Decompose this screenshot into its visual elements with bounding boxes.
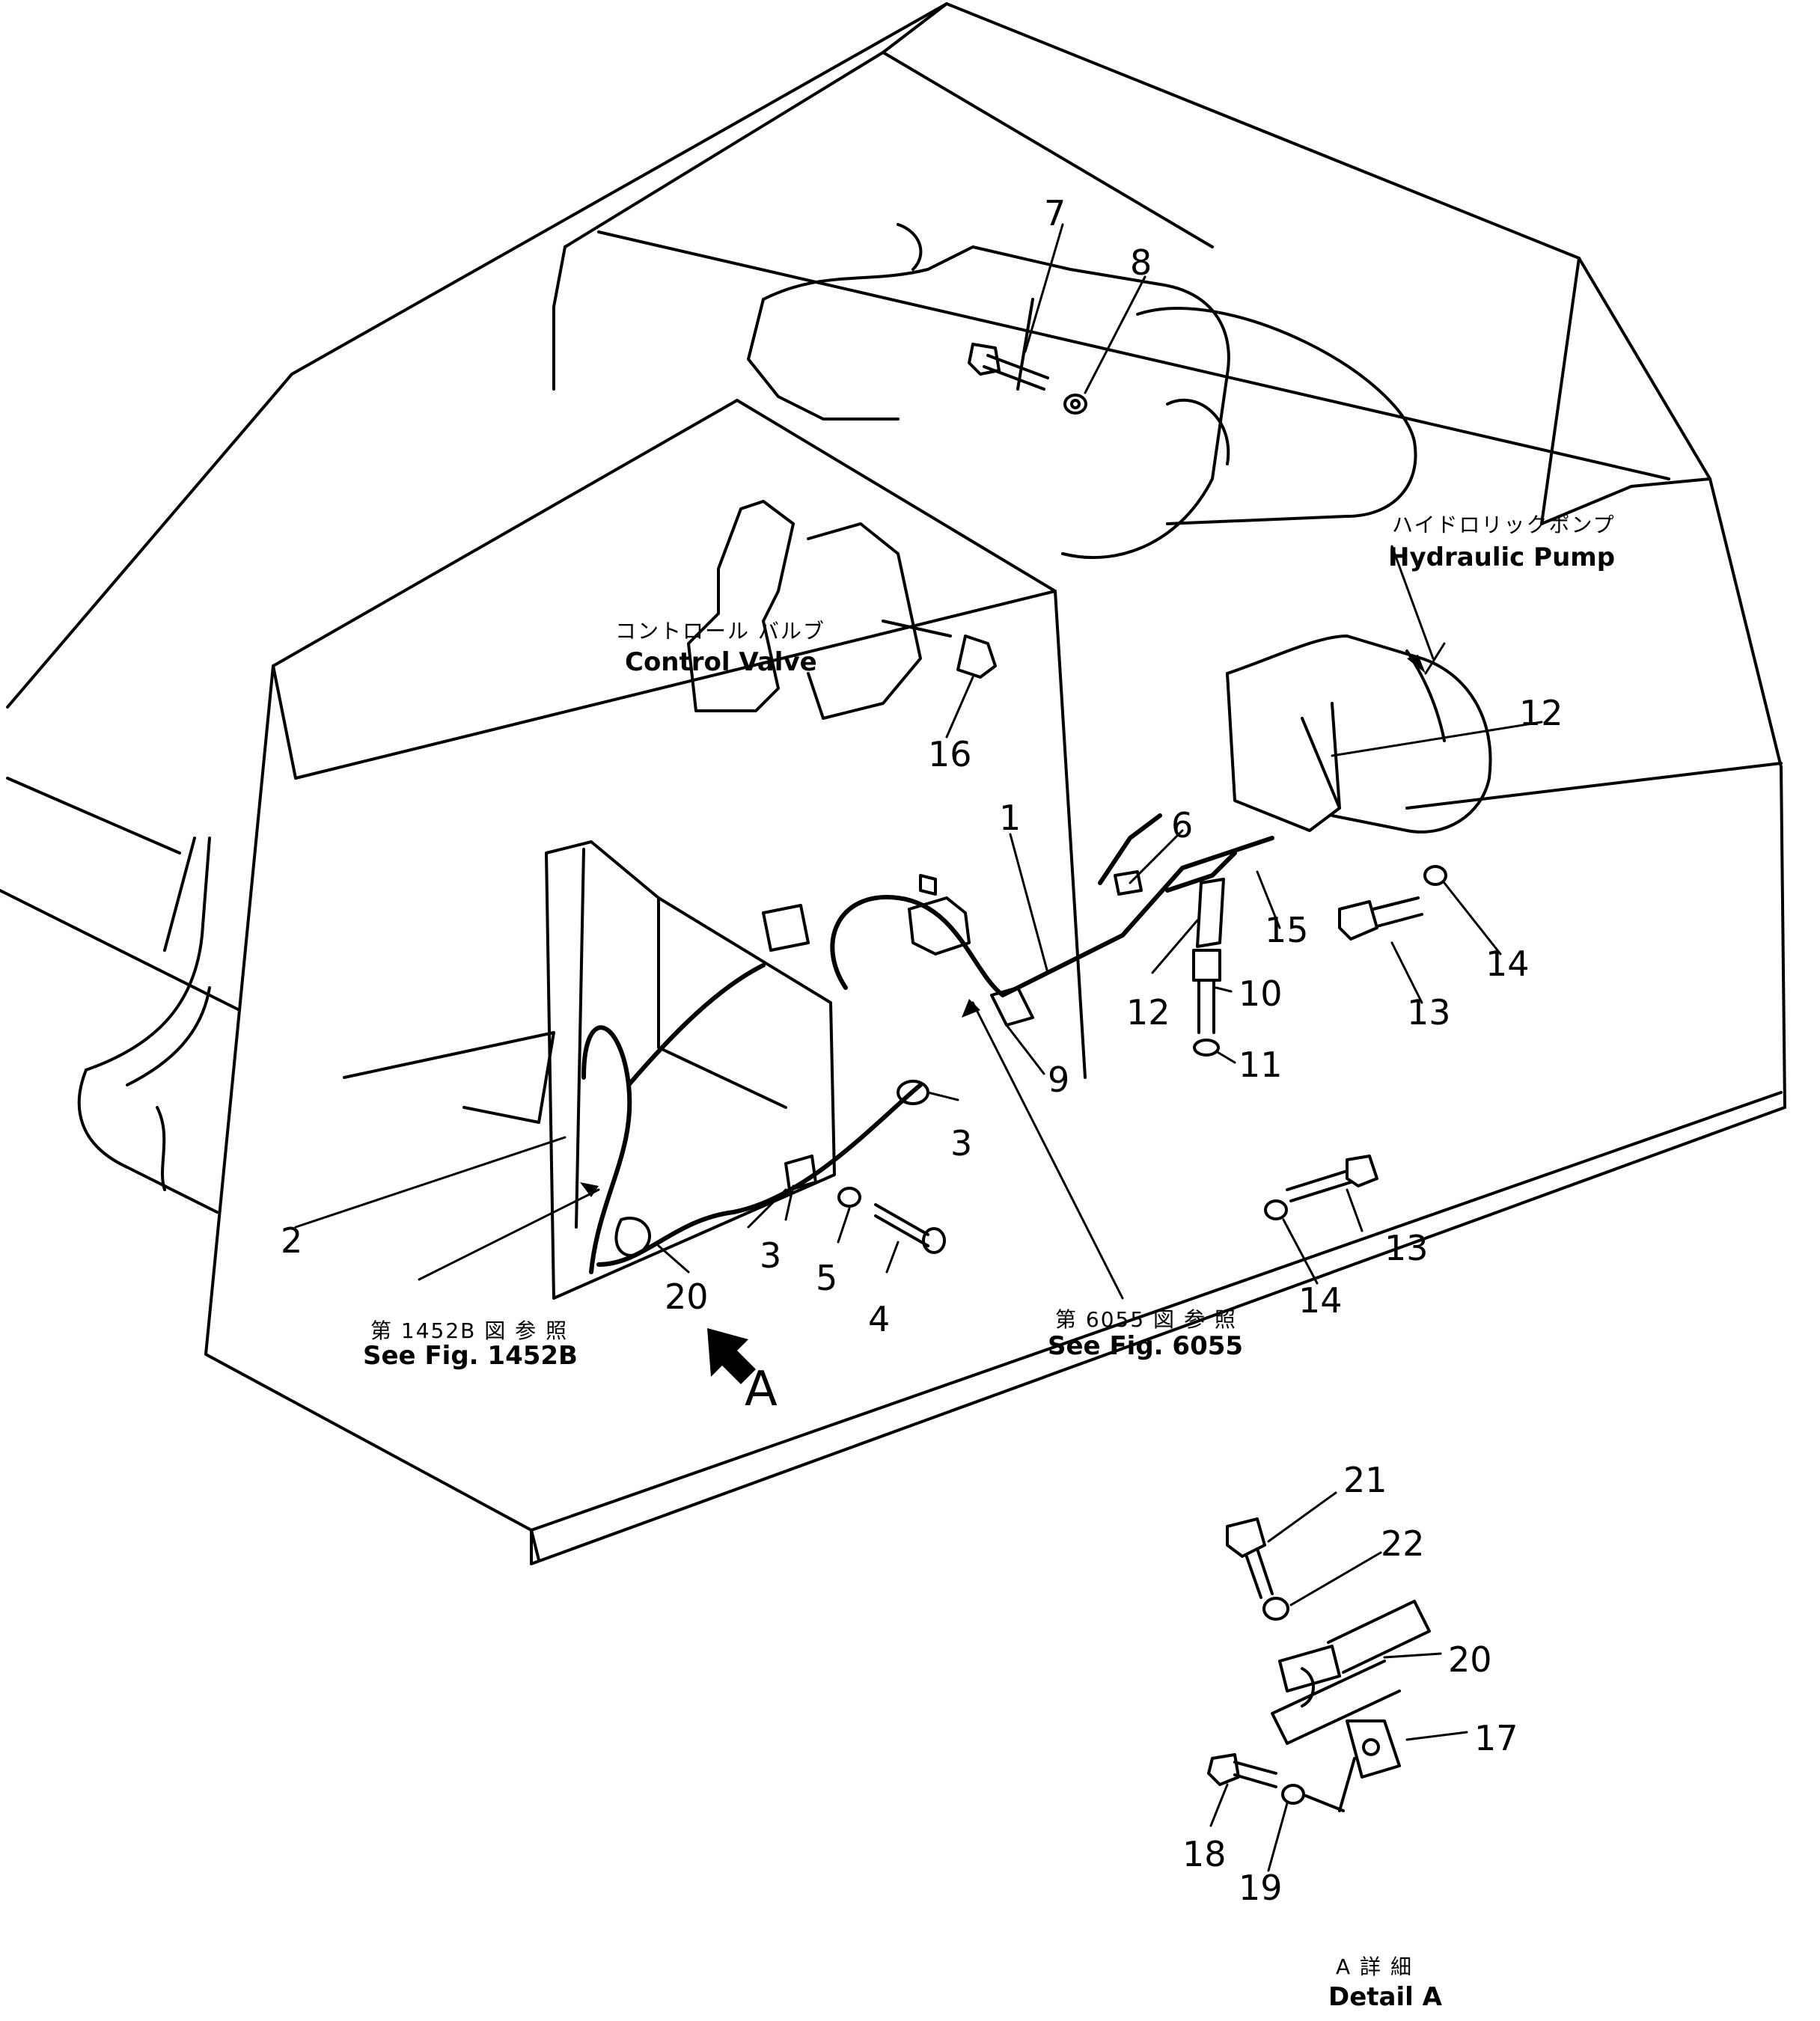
pointer-arrows: [580, 655, 1426, 1197]
see-fig-6055-caption: See Fig. 6055: [1048, 1331, 1244, 1361]
control-valve-caption-jp: コントロール バルブ: [615, 619, 825, 643]
callout-14-lower: 14: [1298, 1280, 1343, 1321]
callout-15: 15: [1265, 910, 1309, 950]
see-fig-6055-caption-jp: 第 6055 図 参 照: [1055, 1307, 1237, 1332]
callout-13-lower: 13: [1384, 1228, 1429, 1268]
switch-16: [956, 635, 997, 679]
callout-3-left: 3: [760, 1235, 782, 1276]
callout-18: 18: [1182, 1834, 1227, 1874]
clamp-6: [1114, 870, 1143, 896]
view-a-label: A: [745, 1362, 778, 1417]
clamp-20: [614, 1217, 652, 1257]
control-valve-caption: Control Valve: [625, 647, 817, 677]
bolt-7: [968, 343, 1049, 391]
hydraulic-pump-caption-jp: ハイドロリックポンプ: [1392, 513, 1616, 537]
washer-8: [1063, 394, 1087, 415]
callout-20-detail: 20: [1448, 1639, 1492, 1680]
callout-12-lower: 12: [1126, 992, 1170, 1033]
callout-21: 21: [1343, 1460, 1387, 1500]
callout-5: 5: [816, 1258, 838, 1298]
detail-a-caption-jp: A 詳 細: [1336, 1954, 1413, 1979]
callout-7: 7: [1044, 193, 1066, 233]
washer-11: [1193, 1039, 1220, 1057]
bolt-4: [874, 1203, 946, 1254]
callout-9: 9: [1048, 1060, 1070, 1100]
detail-a-leaders: [1209, 1491, 1468, 1872]
callout-2: 2: [281, 1220, 303, 1261]
callout-3-right: 3: [950, 1123, 973, 1164]
view-a-arrow: [707, 1328, 756, 1384]
callout-22: 22: [1381, 1523, 1425, 1564]
washer-5: [837, 1187, 861, 1208]
washer-14a: [1423, 865, 1447, 886]
engine-block: [747, 223, 1417, 560]
clamp-3b: [784, 1155, 817, 1191]
callout-8: 8: [1130, 242, 1152, 283]
callout-1: 1: [999, 798, 1022, 838]
leader-lines: [294, 223, 1543, 1300]
callout-19: 19: [1239, 1868, 1283, 1908]
bolt-10: [1192, 949, 1221, 1034]
callout-11: 11: [1239, 1045, 1283, 1085]
callout-17: 17: [1474, 1718, 1518, 1758]
callout-20: 20: [665, 1276, 709, 1317]
callout-6: 6: [1171, 805, 1194, 846]
bolt-13b: [1286, 1155, 1378, 1202]
detail-a-assembly: [1207, 1517, 1431, 1812]
hood-outline: [0, 2, 1783, 1012]
callout-4: 4: [868, 1299, 891, 1339]
callout-12-upper: 12: [1519, 693, 1563, 733]
washer-14b: [1264, 1199, 1288, 1220]
callout-14-upper: 14: [1485, 944, 1530, 984]
hydraulic-pump-caption: Hydraulic Pump: [1388, 542, 1616, 572]
detail-a-caption: Detail A: [1328, 1982, 1442, 2012]
callout-16: 16: [928, 734, 972, 774]
callout-13-upper: 13: [1407, 992, 1451, 1033]
bolt-13a: [1338, 896, 1423, 941]
callout-10: 10: [1239, 973, 1283, 1014]
wire-harness: [581, 813, 1274, 1274]
control-valve: [687, 500, 952, 720]
housing-box: [204, 399, 1786, 1565]
see-fig-1452b-caption: See Fig. 1452B: [363, 1341, 578, 1371]
fender: [77, 837, 555, 1214]
connector-box: [762, 874, 971, 956]
clamp-12a: [1196, 878, 1225, 948]
see-fig-1452b-caption-jp: 第 1452B 図 参 照: [370, 1318, 569, 1343]
cab-panel: [545, 840, 836, 1300]
clamp-9: [990, 986, 1034, 1027]
